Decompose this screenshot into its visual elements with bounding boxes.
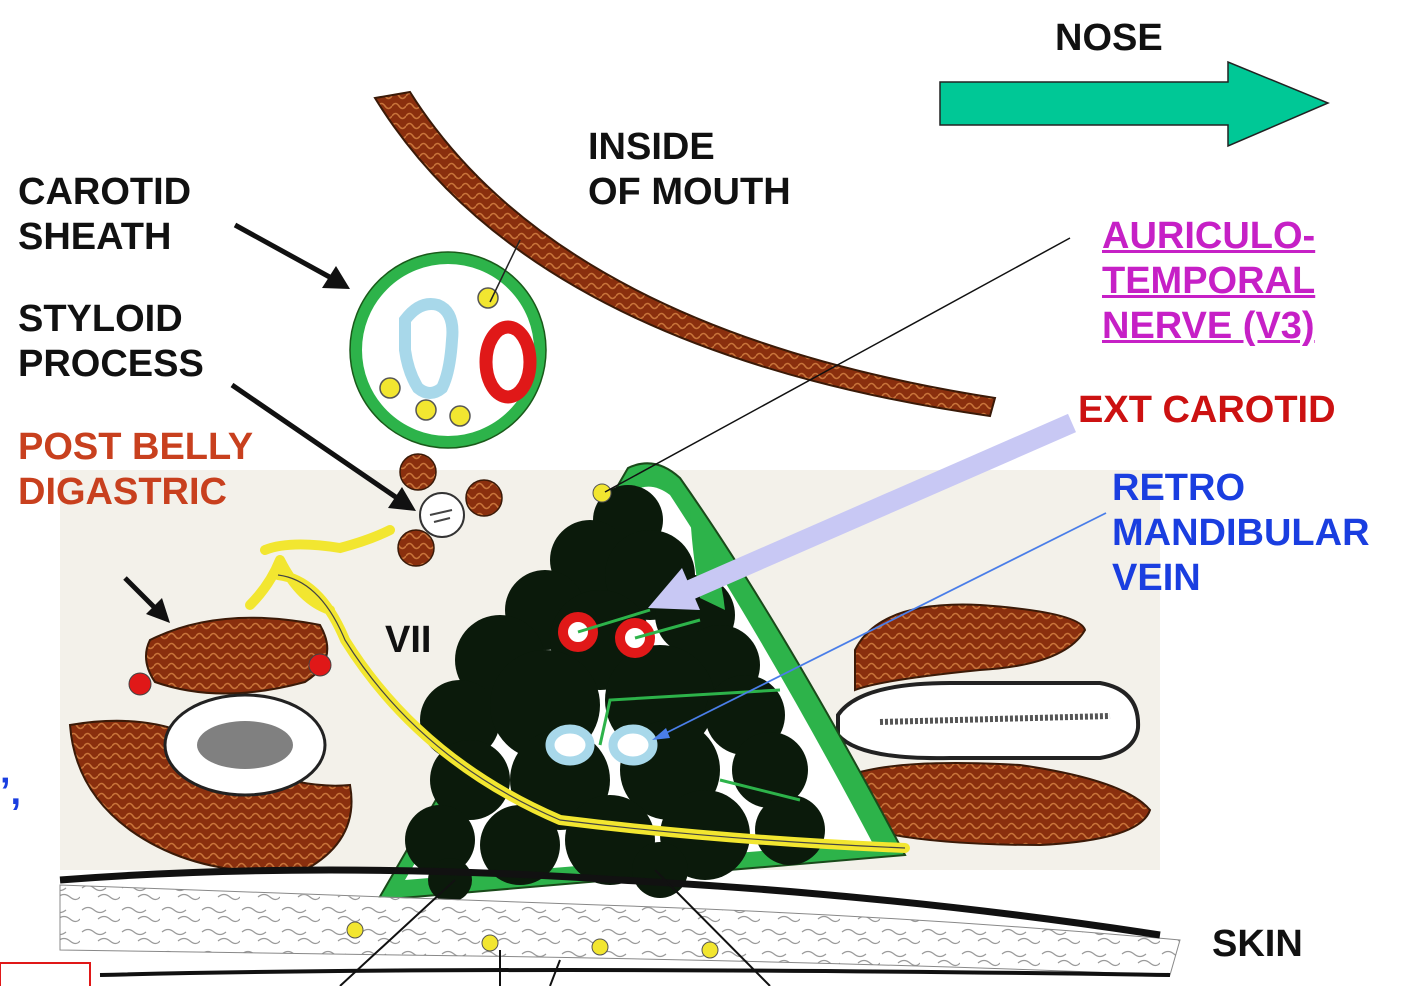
nerve-dot — [450, 406, 470, 426]
posterior-auricular-artery — [309, 654, 331, 676]
facial-nerve-vii-label: VII — [385, 618, 431, 663]
digastric-muscle-bundle — [466, 480, 502, 516]
internal-jugular-vein — [405, 304, 452, 393]
nerve-dot — [416, 400, 436, 420]
retromandibular-vein — [550, 729, 590, 761]
ext-carotid-label: EXT CAROTID — [1078, 388, 1336, 433]
auriculotemporal-nerve-dot — [593, 484, 611, 502]
nerve-dot — [380, 378, 400, 398]
red-frame-fragment — [0, 963, 90, 986]
mandible-ramus — [838, 683, 1138, 758]
styloid-process-label: STYLOID PROCESS — [18, 297, 204, 387]
nerve-dot — [702, 942, 718, 958]
nerve-dot — [592, 939, 608, 955]
post-belly-digastric-label: POST BELLY DIGASTRIC — [18, 425, 253, 515]
subcutaneous-fat — [60, 885, 1180, 975]
carotid-sheath-label: CAROTID SHEATH — [18, 170, 191, 260]
internal-carotid-artery — [486, 327, 530, 397]
digastric-muscle-bundle — [398, 530, 434, 566]
styloid-process — [420, 493, 464, 537]
skin-label: SKIN — [1212, 922, 1303, 967]
nose-direction-arrow — [940, 62, 1328, 146]
nose-label: NOSE — [1055, 16, 1163, 61]
carotid-sheath — [350, 240, 546, 448]
digastric-muscle-bundle — [400, 454, 436, 490]
auriculotemporal-nerve-label: AURICULO- TEMPORAL NERVE (V3) — [1102, 214, 1315, 349]
carotid-sheath-pointer — [235, 225, 350, 289]
retro-mandibular-vein-label: RETRO MANDIBULAR VEIN — [1112, 466, 1370, 601]
nerve-dot — [347, 922, 363, 938]
retromandibular-vein-branch — [613, 729, 653, 761]
inside-of-mouth-label: INSIDE OF MOUTH — [588, 125, 791, 215]
occipital-artery — [129, 673, 151, 695]
nerve-dot — [482, 935, 498, 951]
left-edge-text-fragment: ’, — [0, 770, 21, 815]
